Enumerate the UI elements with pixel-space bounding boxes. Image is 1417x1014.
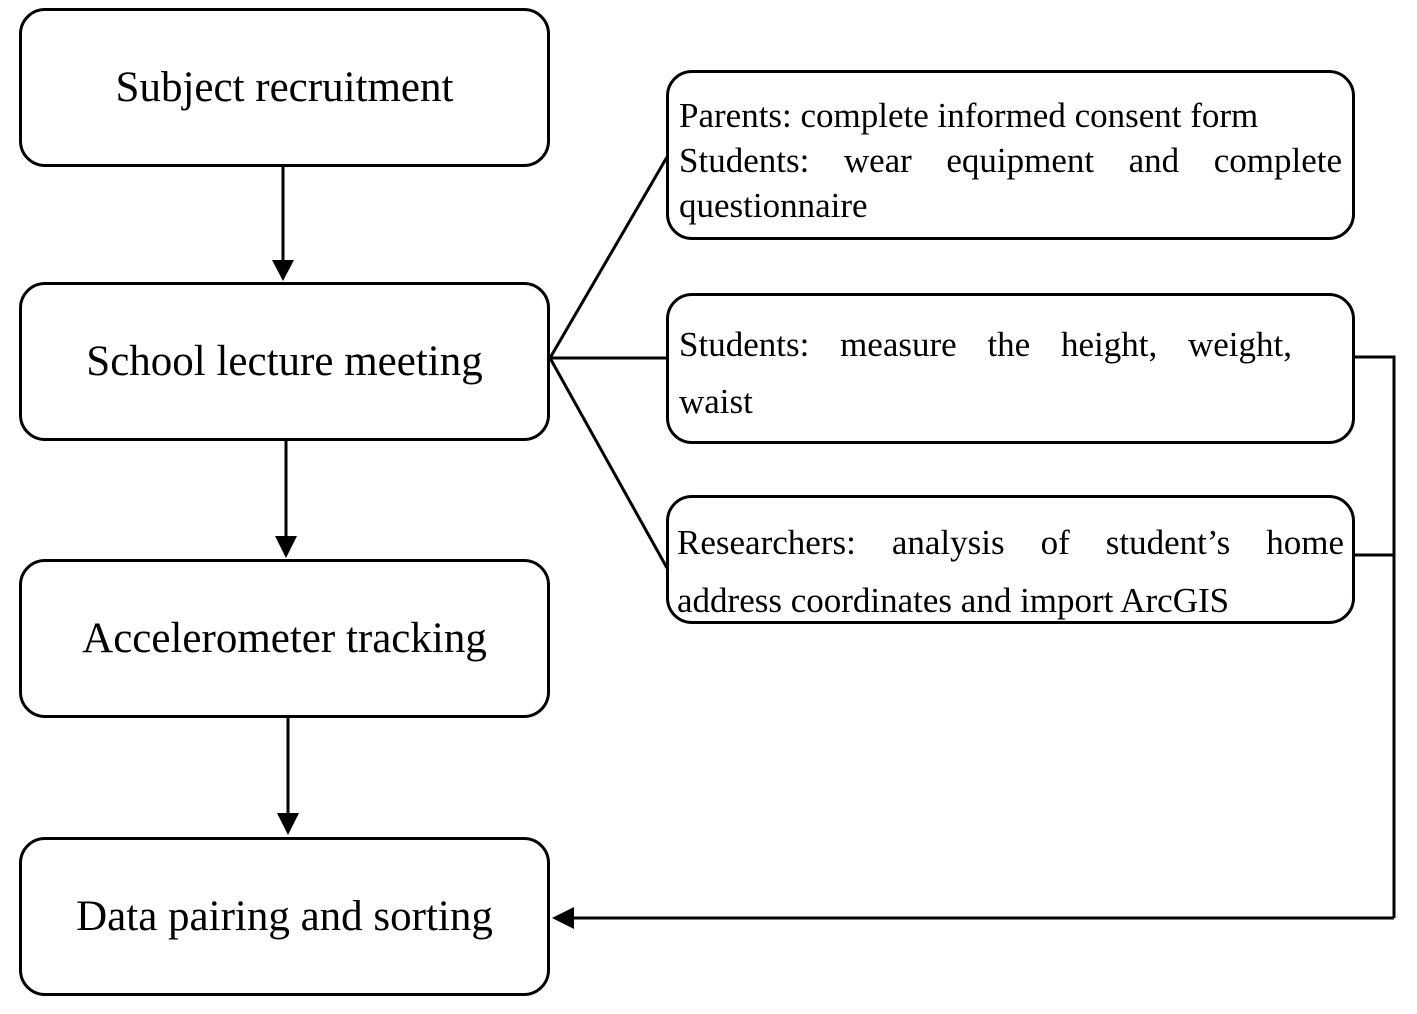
step-label: Accelerometer tracking (82, 615, 487, 662)
step-data-pairing: Data pairing and sorting (19, 837, 550, 996)
activity-waist-text: waist (679, 382, 753, 421)
step-subject-recruitment: Subject recruitment (19, 8, 550, 167)
activity-arcgis-text: address coordinates and import ArcGIS (677, 581, 1230, 620)
branch-lines (548, 156, 669, 569)
step-accelerometer-tracking: Accelerometer tracking (19, 559, 550, 718)
activity-researchers: Researchers: analysis of student’s home … (666, 495, 1355, 624)
activity-measure-text: Students: measure the height, weight, (679, 325, 1292, 364)
activity-parents-text: Parents: complete informed consent form (679, 96, 1259, 135)
activity-questionnaire-text: questionnaire (679, 186, 868, 225)
step-label: Subject recruitment (115, 64, 454, 111)
arrow-lecture-to-accelerometer (275, 441, 297, 558)
activity-researchers-text: Researchers: analysis of student’s home (677, 523, 1344, 562)
activity-measurement: Students: measure the height, weight, wa… (666, 293, 1355, 444)
step-school-lecture-meeting: School lecture meeting (19, 282, 550, 441)
arrow-recruitment-to-lecture (272, 167, 294, 281)
activity-students-wear-text: Students: wear equipment and complete (679, 141, 1342, 180)
step-label: Data pairing and sorting (76, 893, 493, 940)
arrow-accelerometer-to-data (277, 718, 299, 835)
step-label: School lecture meeting (86, 338, 483, 385)
activity-consent-and-equipment: Parents: complete informed consent form … (666, 70, 1355, 240)
feedback-connector (552, 355, 1396, 929)
